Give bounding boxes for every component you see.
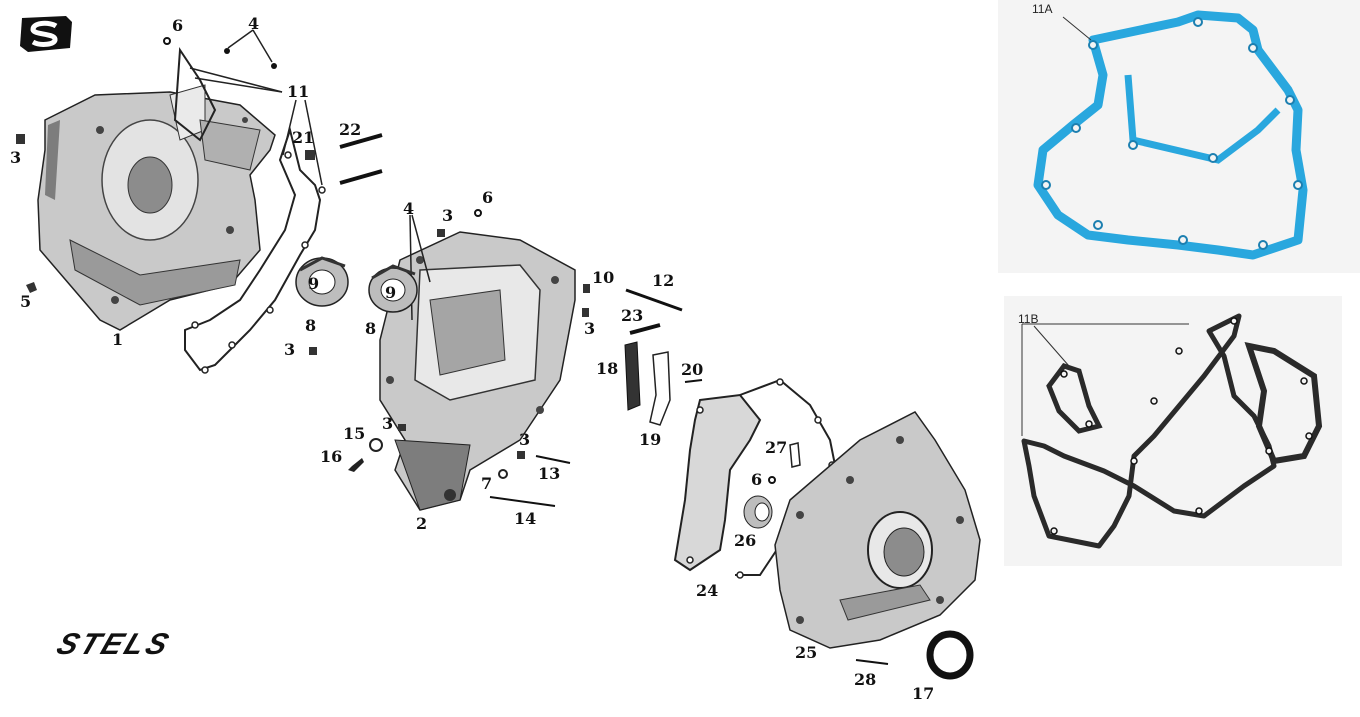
- callout-21: 21: [292, 128, 315, 147]
- leader-lines-4: [227, 29, 273, 63]
- side-cover: [774, 411, 981, 649]
- dowel-6a: [163, 37, 171, 45]
- dowel-3b: [309, 347, 317, 355]
- photo-label-11a: 11A: [1032, 2, 1053, 16]
- photo-label-11b: 11B: [1018, 312, 1039, 326]
- callout-2: 2: [416, 514, 428, 533]
- bushing-27: [789, 442, 801, 468]
- callout-4: 4: [403, 199, 415, 218]
- callout-17: 17: [912, 684, 935, 703]
- callout-4: 4: [248, 14, 260, 33]
- dowel-6c: [768, 476, 776, 484]
- oil-seal-17: [926, 630, 974, 680]
- callout-1: 1: [112, 330, 124, 349]
- callout-16: 16: [320, 447, 343, 466]
- bolt-28: [855, 659, 889, 665]
- photo-gasket-11b: 11B: [1004, 296, 1342, 566]
- seal-7: [498, 469, 508, 479]
- callout-10: 10: [592, 268, 615, 287]
- dowel-3e: [398, 424, 406, 431]
- callout-6: 6: [751, 470, 763, 489]
- dowel-pin-4a: [224, 48, 230, 54]
- gasket-right: [673, 393, 762, 572]
- pin-22a: [339, 133, 383, 149]
- bolt-14: [489, 496, 556, 507]
- callout-3: 3: [10, 148, 22, 167]
- callout-23: 23: [621, 306, 644, 325]
- bolt-5: [26, 282, 37, 293]
- washer-15: [369, 438, 383, 452]
- pin-22b: [339, 169, 383, 185]
- callout-15: 15: [343, 424, 366, 443]
- callout-5: 5: [20, 292, 32, 311]
- callout-28: 28: [854, 670, 877, 689]
- callout-8: 8: [365, 319, 377, 338]
- bearing-9a: [295, 256, 349, 307]
- chain-guide-19: [649, 351, 671, 426]
- callout-11: 11: [287, 82, 310, 101]
- callout-19: 19: [639, 430, 662, 449]
- callout-25: 25: [795, 643, 818, 662]
- callout-3: 3: [584, 319, 596, 338]
- callout-14: 14: [514, 509, 537, 528]
- dowel-3f: [517, 451, 525, 459]
- leader-lines-11: [189, 67, 323, 186]
- callout-27: 27: [765, 438, 788, 457]
- pin-23: [629, 323, 661, 335]
- callout-6: 6: [482, 188, 494, 207]
- dowel-3c: [437, 229, 445, 237]
- callout-9: 9: [308, 274, 320, 293]
- dowel-3d: [582, 308, 589, 317]
- callout-24: 24: [696, 581, 719, 600]
- dowel-10: [583, 284, 590, 293]
- pin-20: [684, 379, 703, 383]
- callout-22: 22: [339, 120, 362, 139]
- callout-7: 7: [481, 474, 493, 493]
- bushing-21: [305, 150, 315, 160]
- chain-guide-18: [624, 341, 641, 411]
- callout-12: 12: [652, 271, 675, 290]
- callout-3: 3: [382, 414, 394, 433]
- callout-13: 13: [538, 464, 561, 483]
- brand-wordmark: STELS: [52, 628, 176, 661]
- crankcase-right: [379, 231, 576, 511]
- gasket-bracket-small: [173, 47, 217, 142]
- callout-20: 20: [681, 360, 704, 379]
- callout-18: 18: [596, 359, 619, 378]
- bushing-26: [743, 495, 773, 529]
- gasket-11b-shape: [1021, 313, 1323, 549]
- bolt-12: [625, 288, 683, 312]
- callout-6: 6: [172, 16, 184, 35]
- callout-8: 8: [305, 316, 317, 335]
- crankcase-left: [37, 84, 276, 331]
- callout-3: 3: [442, 206, 454, 225]
- brand-logo: [20, 16, 72, 52]
- dowel-pin-4b: [271, 63, 277, 69]
- dowel-3a: [16, 134, 25, 144]
- bolt-16: [348, 458, 364, 472]
- bolt-13: [535, 455, 571, 464]
- bearing-9b: [368, 264, 418, 313]
- photo-gasket-11a: 11A: [998, 0, 1360, 273]
- dowel-6b: [474, 209, 482, 217]
- gasket-left-bolt-holes: [191, 151, 326, 374]
- callout-26: 26: [734, 531, 757, 550]
- gasket-11a-shape: [1033, 10, 1308, 260]
- callout-3: 3: [519, 430, 531, 449]
- callout-9: 9: [385, 283, 397, 302]
- callout-3: 3: [284, 340, 296, 359]
